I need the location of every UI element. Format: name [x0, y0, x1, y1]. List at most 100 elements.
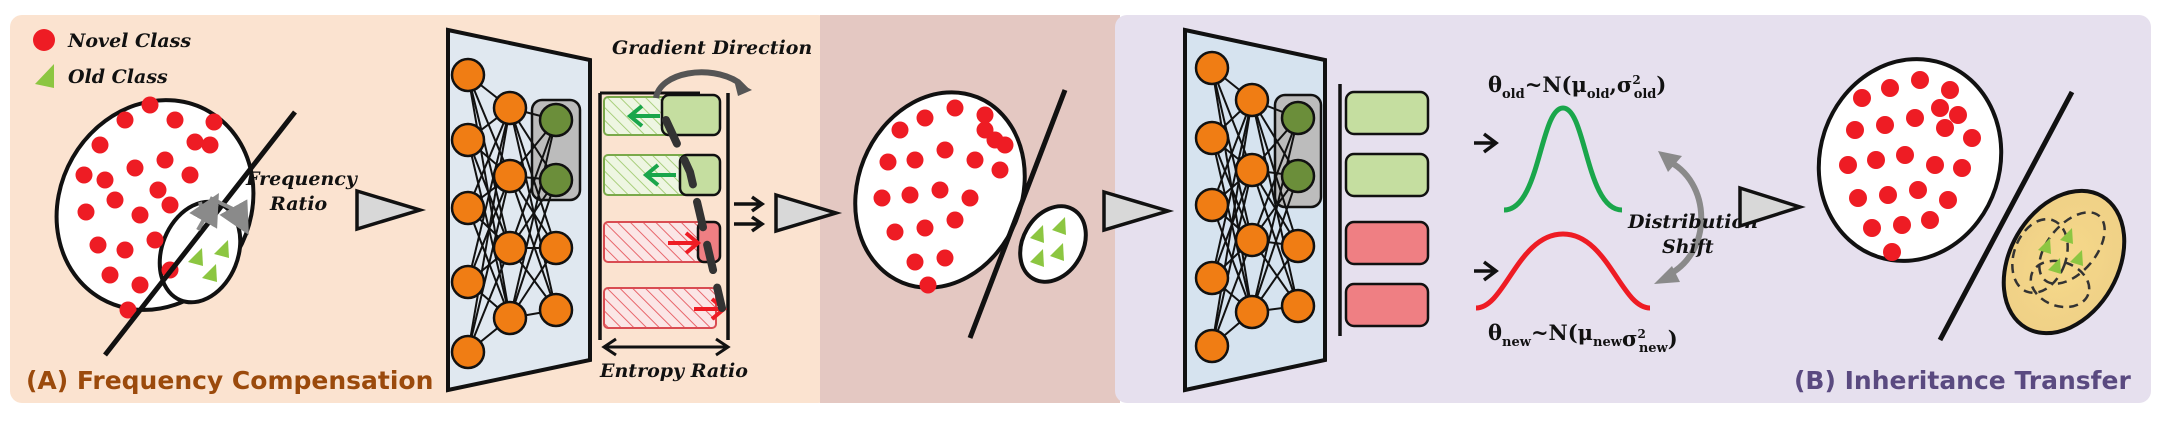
- entropy-ratio-label: Entropy Ratio: [599, 360, 748, 382]
- gradient-direction-label: Gradient Direction: [612, 37, 812, 59]
- grad-arrow-red-1: [668, 231, 702, 255]
- novel-point-mid-20: [919, 276, 937, 294]
- novel-point-a-1: [91, 136, 109, 154]
- net-a-edge-m3-r0: [509, 119, 557, 319]
- process-arrow-3: [1102, 189, 1175, 233]
- entropy-ratio-arrow: [601, 337, 731, 357]
- novel-point-final-15: [1953, 159, 1971, 177]
- net-a-output-neuron-2: [538, 162, 574, 198]
- novel-point-final-10: [1963, 129, 1981, 147]
- legend-old-label: Old Class: [68, 66, 168, 88]
- novel-point-mid-22: [996, 136, 1014, 154]
- novel-point-a-6: [201, 136, 219, 154]
- novel-point-mid-3: [946, 99, 964, 117]
- novel-point-a-8: [126, 159, 144, 177]
- net-b-output-neuron-3: [1280, 228, 1316, 264]
- net-b-hidden-neuron-2: [1234, 152, 1270, 188]
- net-a-edge-m3-r1: [509, 179, 557, 319]
- net-a-edge-l4-m0: [467, 107, 511, 353]
- novel-point-final-18: [1909, 181, 1927, 199]
- box-green-b2: [1344, 152, 1430, 198]
- novel-point-a-22: [205, 113, 223, 131]
- box-red-b1: [1344, 220, 1430, 266]
- net-b-edge-l4-m0: [1211, 99, 1253, 347]
- novel-point-a-23: [75, 166, 93, 184]
- novel-point-a-12: [106, 191, 124, 209]
- old-point-mid3: [1030, 249, 1044, 267]
- net-b-output-neuron-1: [1280, 100, 1316, 136]
- net-b-input-neuron-2: [1194, 120, 1230, 156]
- decision-boundary-a: [103, 110, 297, 357]
- net-b-input-neuron-4: [1194, 260, 1230, 296]
- frequency-ratio-label-2: Ratio: [269, 193, 328, 215]
- novel-point-a-18: [101, 266, 119, 284]
- net-a-output-neuron-3: [538, 230, 574, 266]
- novel-point-mid-14: [961, 189, 979, 207]
- novel-point-a-2: [116, 111, 134, 129]
- novel-point-mid-17: [946, 211, 964, 229]
- old-point-f3: [2048, 258, 2061, 274]
- net-a-edge-m2-r0: [509, 119, 557, 249]
- novel-point-final-6: [1846, 121, 1864, 139]
- net-b-edge-l3-m0: [1211, 99, 1253, 279]
- net-b-input-neuron-1: [1194, 50, 1230, 86]
- novel-point-final-4: [1941, 81, 1959, 99]
- novel-points-a: [75, 96, 223, 319]
- novel-points-mid: [873, 99, 1014, 294]
- separated-clusters: [853, 89, 1088, 339]
- net-b-input-neuron-3: [1194, 187, 1230, 223]
- net-a-input-neuron-2: [450, 122, 486, 158]
- net-b-edge-m1-r3: [1251, 169, 1299, 307]
- novel-point-final-17: [1879, 186, 1897, 204]
- novel-point-a-9: [156, 151, 174, 169]
- distribution-shift-label-2: Shift: [1662, 236, 1714, 258]
- old-subcluster-3: [2029, 259, 2091, 309]
- net-b-output-neuron-2: [1280, 158, 1316, 194]
- net-a-hidden-neuron-1: [492, 90, 528, 126]
- grad-arrow-green-2: [642, 163, 676, 187]
- legend-novel-dot: [33, 29, 55, 51]
- novel-point-mid-6: [879, 153, 897, 171]
- curve-new: [1475, 231, 1651, 311]
- old-point-mid4: [1050, 243, 1064, 261]
- old-ellipse-final: [2001, 188, 2127, 336]
- novel-point-final-7: [1876, 116, 1894, 134]
- network-b: [1183, 27, 1342, 393]
- novel-point-final-24: [1931, 99, 1949, 117]
- output-arrow-1: [734, 195, 766, 213]
- novel-point-a-15: [89, 236, 107, 254]
- novel-point-final-20: [1863, 219, 1881, 237]
- net-a-edge-l4-m2: [467, 247, 511, 353]
- net-a-edge-m1-r3: [509, 175, 557, 311]
- net-a-input-neuron-3: [450, 190, 486, 226]
- novel-point-mid-19: [936, 249, 954, 267]
- final-clusters: [1816, 57, 2127, 342]
- net-b-edge-m3-r0: [1251, 117, 1299, 313]
- gradient-direction-path: [662, 116, 726, 312]
- process-arrow-4: [1738, 185, 1806, 229]
- novel-point-final-22: [1921, 211, 1939, 229]
- old-point-f1: [2038, 238, 2051, 254]
- novel-point-a-24: [149, 181, 167, 199]
- novel-point-final-23: [1883, 243, 1901, 261]
- old-point-a1: [188, 248, 203, 266]
- distribution-shift-head-top: [1658, 151, 1682, 172]
- net-a-output-neuron-1: [538, 102, 574, 138]
- novel-point-a-5: [186, 133, 204, 151]
- novel-point-a-3: [141, 96, 159, 114]
- novel-point-a-10: [181, 166, 199, 184]
- novel-point-a-13: [131, 206, 149, 224]
- novel-point-final-12: [1867, 151, 1885, 169]
- frequency-ratio-label-1: Frequency: [245, 168, 359, 190]
- network-a-graph: [450, 57, 574, 370]
- curve-old: [1503, 105, 1623, 213]
- arrow-to-new-dist: [1474, 260, 1499, 282]
- net-a-hidden-neuron-3: [492, 230, 528, 266]
- novel-point-a-20: [119, 301, 137, 319]
- grad-box-green-1: [660, 93, 722, 137]
- net-b-hidden-neuron-4: [1234, 294, 1270, 330]
